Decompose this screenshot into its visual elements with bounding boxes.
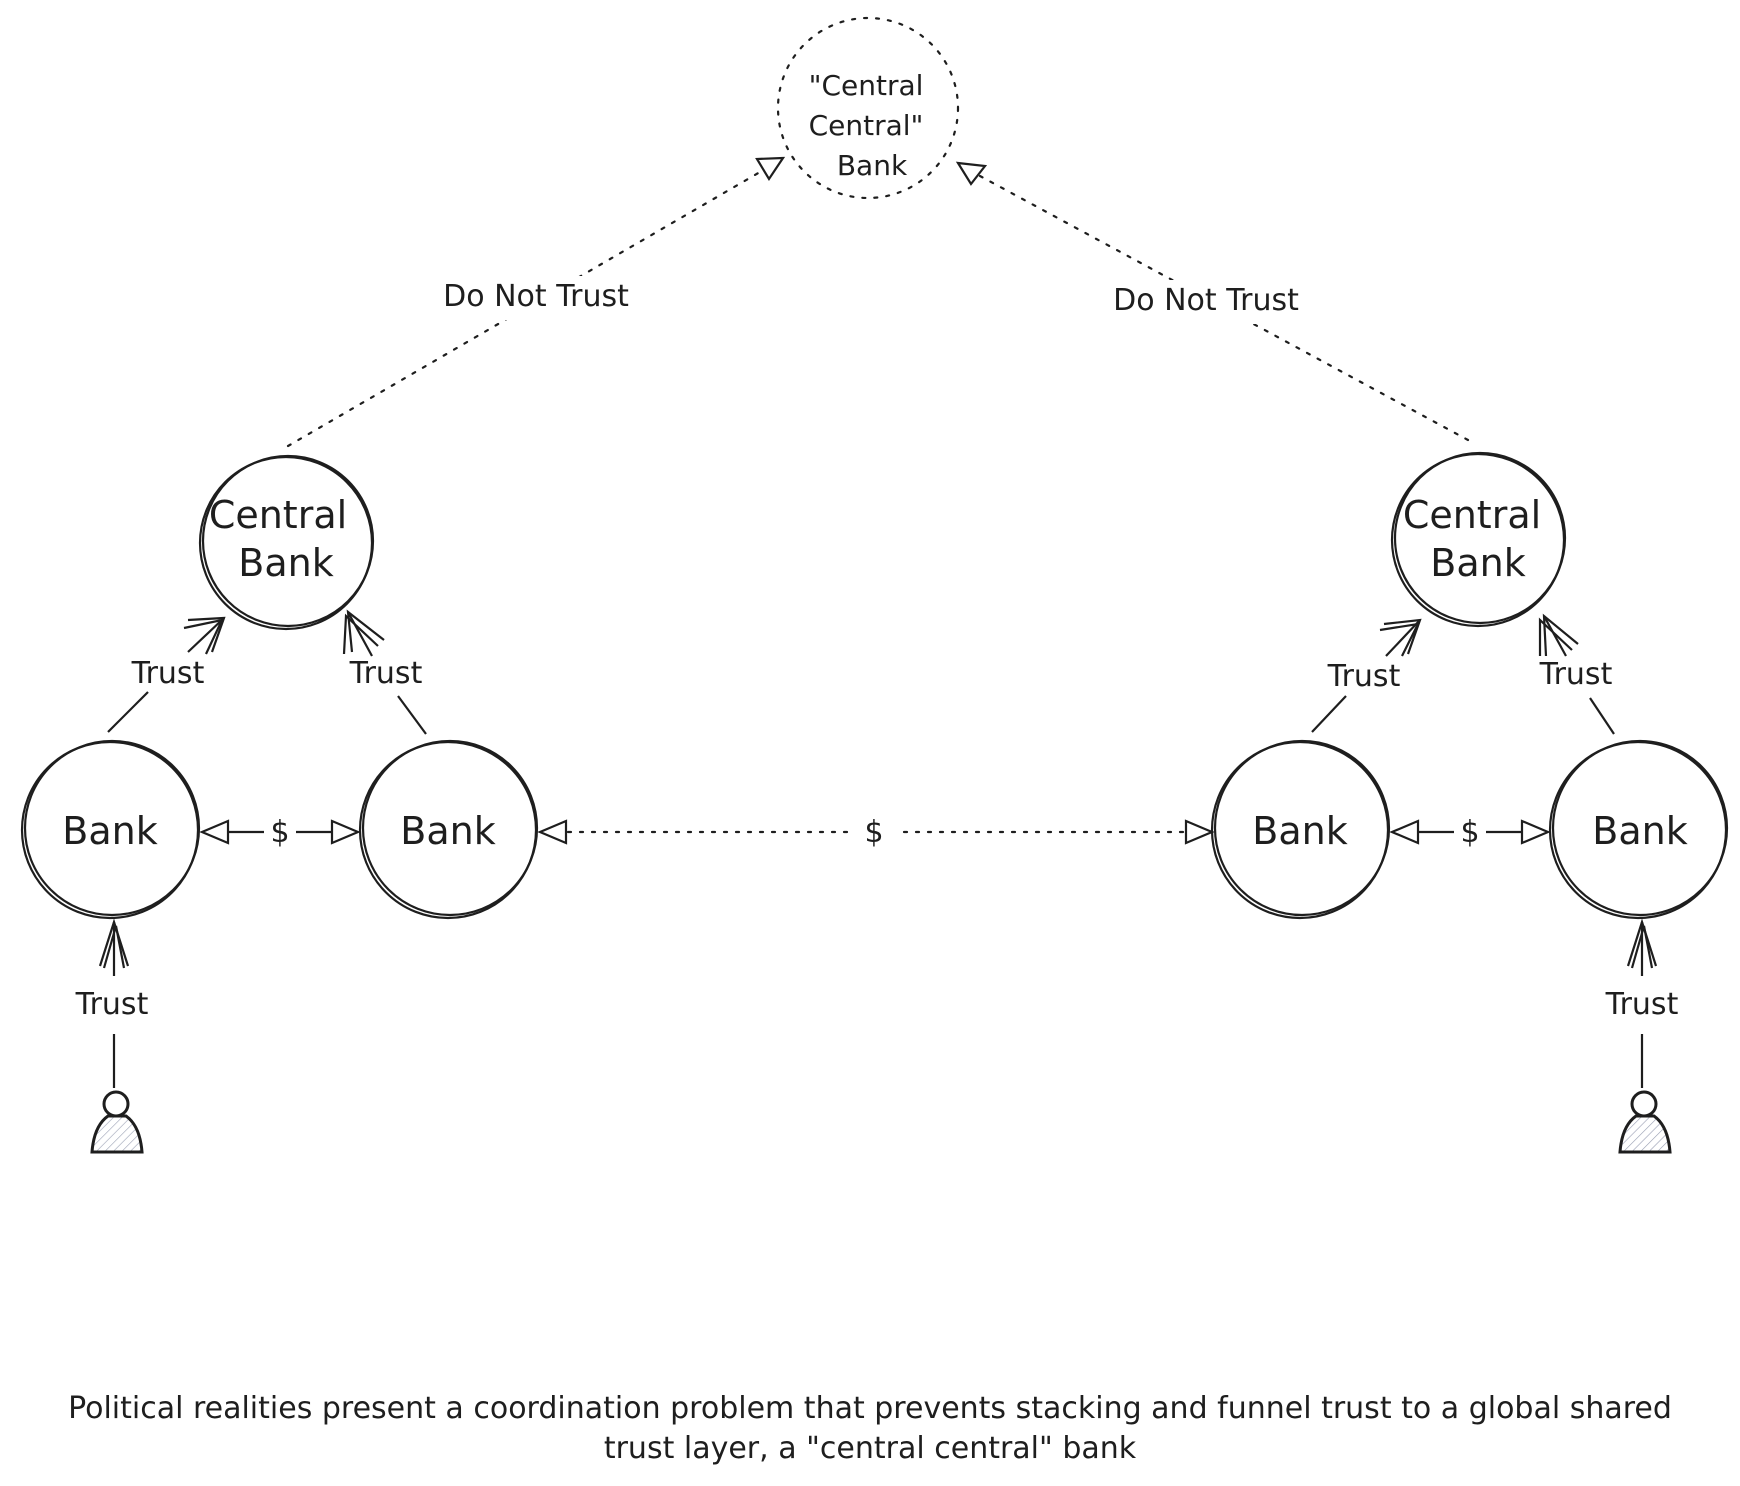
right-trust-label-a: Trust — [1327, 659, 1401, 694]
left-money-label: $ — [270, 815, 289, 850]
left-bank-a-label: Bank — [62, 809, 157, 853]
right-bank-a-node: Bank — [1210, 739, 1391, 920]
inter-group-money-label: $ — [864, 815, 883, 850]
left-money-edge — [199, 819, 361, 845]
left-person-trust-label: Trust — [75, 987, 149, 1022]
left-central-bank-node: Central Bank — [198, 454, 375, 631]
right-bank-b-label: Bank — [1592, 809, 1687, 853]
right-person-trust-edge — [1626, 918, 1658, 1088]
right-central-bank-node: Central Bank — [1390, 451, 1567, 628]
central-central-bank-label-line2: Central" — [809, 109, 924, 142]
central-central-bank-node: "Central Central" Bank — [776, 16, 960, 200]
left-trust-label-a: Trust — [131, 656, 205, 691]
left-person-icon — [90, 1090, 144, 1154]
right-central-bank-label-line2: Bank — [1430, 541, 1525, 585]
left-trust-edge-b — [342, 609, 427, 735]
do-not-trust-edge-left — [286, 156, 786, 448]
right-trust-label-b: Trust — [1539, 657, 1613, 692]
left-person-trust-edge — [98, 918, 130, 1088]
right-bank-b-node: Bank — [1548, 739, 1729, 920]
left-trust-edge-a — [107, 616, 226, 733]
central-central-bank-label-line1: "Central — [809, 69, 924, 102]
caption-line-2: trust layer, a "central central" bank — [604, 1431, 1137, 1466]
left-bank-b-label: Bank — [400, 809, 495, 853]
left-bank-a-node: Bank — [20, 739, 201, 920]
right-trust-edge-b — [1538, 613, 1615, 735]
right-person-trust-label: Trust — [1605, 987, 1679, 1022]
right-money-label: $ — [1460, 815, 1479, 850]
right-person-icon — [1618, 1090, 1672, 1154]
caption-line-1: Political realities present a coordinati… — [68, 1391, 1672, 1426]
central-central-bank-label-line3: Bank — [837, 149, 908, 182]
right-money-edge — [1389, 819, 1551, 845]
left-trust-label-b: Trust — [349, 656, 423, 691]
do-not-trust-label-left: Do Not Trust — [443, 279, 629, 314]
inter-group-money-edge — [537, 819, 1215, 845]
right-trust-edge-a — [1311, 618, 1422, 733]
left-bank-b-node: Bank — [358, 739, 539, 920]
right-bank-a-label: Bank — [1252, 809, 1347, 853]
left-central-bank-label-line1: Central — [209, 493, 347, 537]
right-central-bank-label-line1: Central — [1403, 493, 1541, 537]
do-not-trust-label-right: Do Not Trust — [1113, 283, 1299, 318]
left-central-bank-label-line2: Bank — [238, 541, 333, 585]
